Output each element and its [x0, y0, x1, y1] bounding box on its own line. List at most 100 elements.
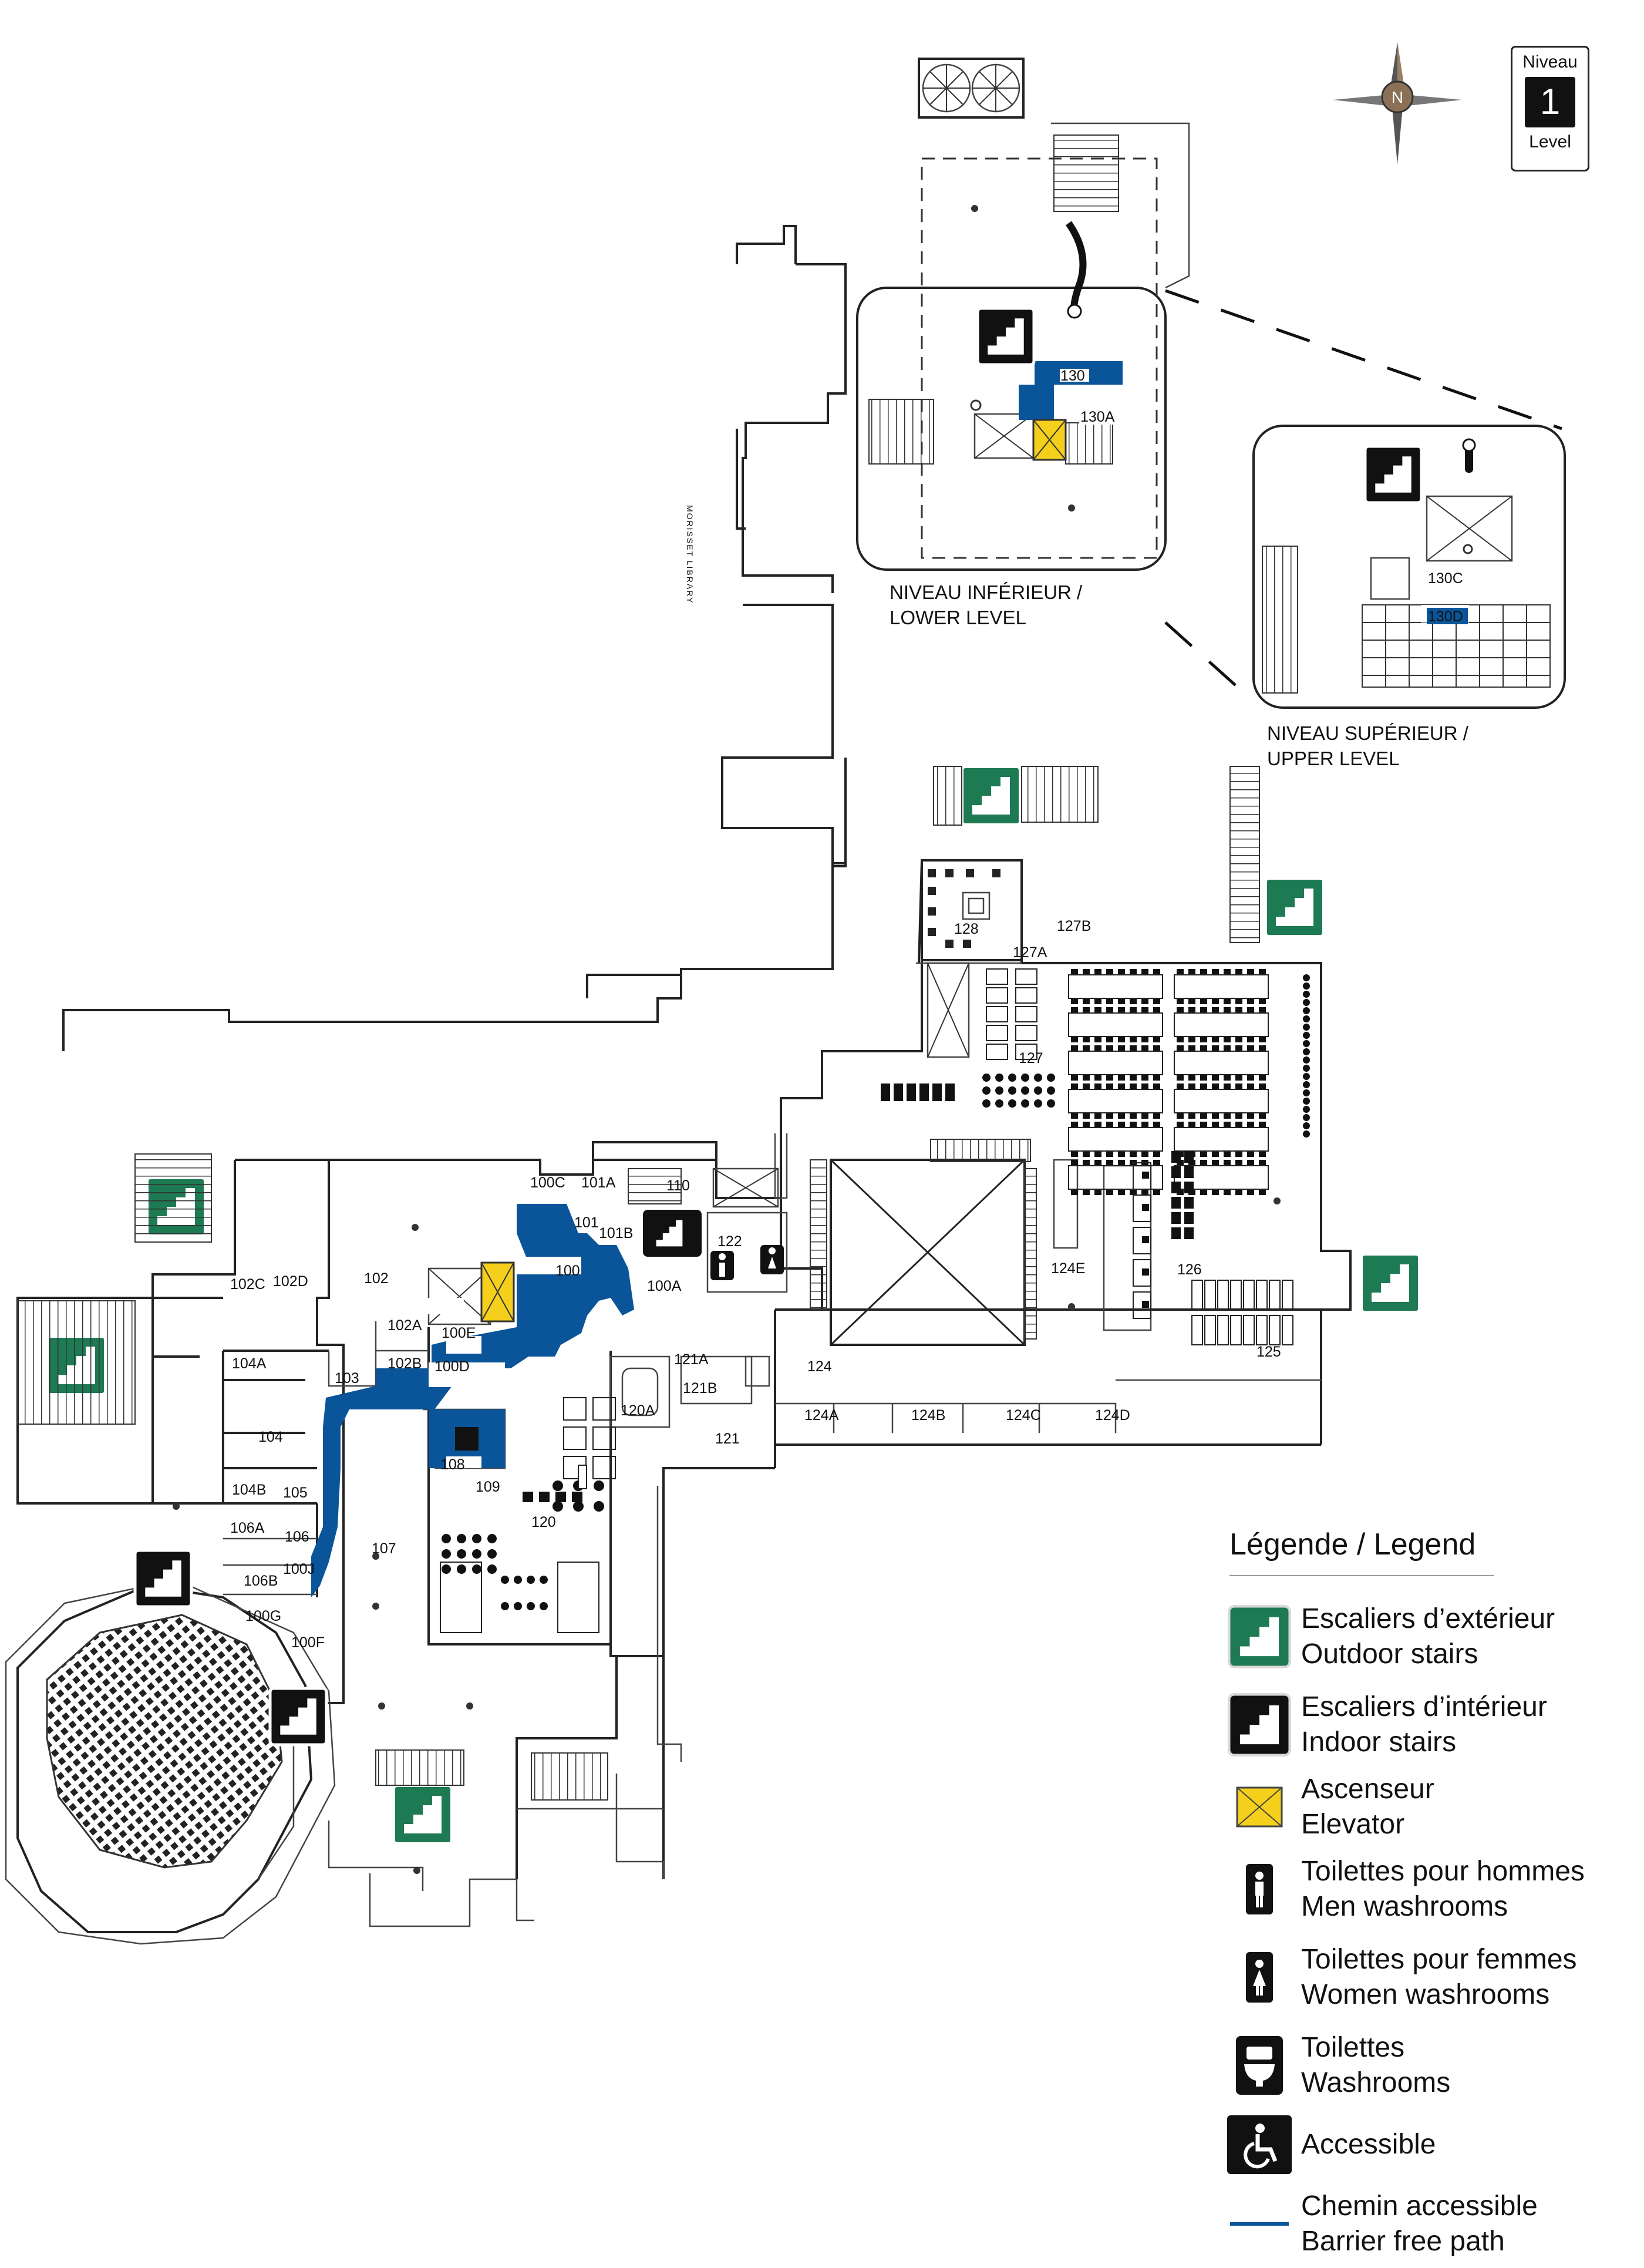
seat-mark [1303, 982, 1310, 990]
room-127a: 127A [1013, 944, 1047, 961]
table-mark [1188, 1007, 1195, 1012]
table-outline [1015, 987, 1037, 1004]
seat-mark [1303, 1130, 1310, 1138]
table-mark [1106, 1075, 1113, 1081]
table-mark [1184, 1166, 1194, 1178]
table-outline [1174, 974, 1269, 999]
table-mark [1212, 1152, 1219, 1157]
table-mark [1259, 1037, 1266, 1042]
table-mark [1212, 1083, 1219, 1089]
seat-mark [1021, 1074, 1029, 1082]
seat-mark [472, 1549, 481, 1559]
table-outline [986, 968, 1008, 985]
table-mark [1118, 1083, 1125, 1089]
table-outline [563, 1426, 587, 1450]
seat-mark [514, 1576, 522, 1584]
table-mark [1235, 999, 1242, 1004]
room-100g: 100G [245, 1608, 281, 1624]
table-mark [1247, 1075, 1254, 1081]
seat-mark [982, 1074, 991, 1082]
seat-mark [573, 1501, 584, 1512]
lower-level-inset: 130 130A NIVEAU INFÉRIEUR / LOWER LEVEL [856, 122, 1190, 628]
table-mark [1153, 1160, 1160, 1165]
exterior-walkways [257, 1486, 682, 1927]
indoor-stairs-icon [1363, 445, 1423, 504]
men-washroom-icon [710, 1251, 734, 1280]
central-atrium [810, 962, 1152, 1346]
seat-mark [501, 1576, 509, 1584]
table-outline [1174, 1051, 1269, 1075]
morisset-library-label: MORISSET LIBRARY [685, 505, 695, 604]
room-105: 105 [283, 1485, 308, 1501]
table-mark [1141, 969, 1148, 974]
table-mark [1224, 1075, 1231, 1081]
table-mark [1247, 1122, 1254, 1127]
seat-mark [1303, 1040, 1310, 1047]
seat-mark [1008, 1074, 1016, 1082]
room-120a: 120A [621, 1402, 655, 1419]
table-mark [1184, 1151, 1194, 1163]
table-mark [1153, 1045, 1160, 1051]
room-101b: 101B [599, 1225, 633, 1241]
table-mark [1212, 969, 1219, 974]
seat-mark [527, 1602, 535, 1610]
legend-men-en: Men washrooms [1301, 1891, 1508, 1922]
room-124d: 124D [1095, 1407, 1130, 1424]
table-mark [919, 1083, 929, 1101]
table-mark [1212, 1007, 1219, 1012]
seat-mark [457, 1564, 466, 1574]
seat-mark [1008, 1086, 1016, 1095]
auditorium [5, 1579, 336, 1945]
table-mark [1235, 1152, 1242, 1157]
table-outline [1133, 1227, 1151, 1254]
table-mark [1130, 1190, 1137, 1195]
table-mark [1141, 1083, 1148, 1089]
room-106a: 106A [230, 1520, 265, 1536]
table-mark [1141, 1075, 1148, 1081]
legend-path-fr: Chemin accessible [1301, 2190, 1538, 2222]
table-mark [1130, 1037, 1137, 1042]
table-mark [1200, 999, 1207, 1004]
table-mark [1141, 1122, 1148, 1127]
room-124c: 124C [1006, 1407, 1041, 1424]
level-number: 1 [1525, 77, 1575, 127]
table-mark [1083, 1160, 1090, 1165]
seat-mark [995, 1074, 1003, 1082]
table-mark [1177, 1113, 1184, 1119]
room-101: 101 [574, 1214, 599, 1231]
lower-level-caption-en: LOWER LEVEL [890, 607, 1026, 628]
seat-mark [594, 1501, 604, 1512]
table-mark [907, 1083, 916, 1101]
table-mark [1200, 1190, 1207, 1195]
table-outline [986, 987, 1008, 1004]
table-mark [1106, 1152, 1113, 1157]
seat-mark [982, 1086, 991, 1095]
table-mark [1171, 1166, 1181, 1178]
table-mark [1224, 1190, 1231, 1195]
legend-item-accessible: Accessible [1227, 2109, 1638, 2180]
table-mark [1247, 969, 1254, 974]
indoor-stairs-icon [976, 307, 1036, 366]
table-mark [1247, 1152, 1254, 1157]
table-mark [1212, 999, 1219, 1004]
level-badge-bottom: Level [1529, 132, 1571, 152]
rooftop-fan-unit [918, 58, 1025, 119]
barrier-free-path [311, 1204, 634, 1597]
table-outline [1230, 1315, 1242, 1345]
table-outline [592, 1397, 616, 1421]
table-outline [986, 1044, 1008, 1060]
seat-mark [514, 1602, 522, 1610]
room-127: 127 [1019, 1050, 1043, 1066]
table-outline [1174, 1089, 1269, 1113]
table-mark [1130, 1075, 1137, 1081]
seat-mark [487, 1549, 497, 1559]
seat-mark [472, 1564, 481, 1574]
table-mark [1118, 1190, 1125, 1195]
table-mark [1235, 1037, 1242, 1042]
seat-mark [995, 1086, 1003, 1095]
table-mark [1118, 1037, 1125, 1042]
table-mark [1153, 1113, 1160, 1119]
